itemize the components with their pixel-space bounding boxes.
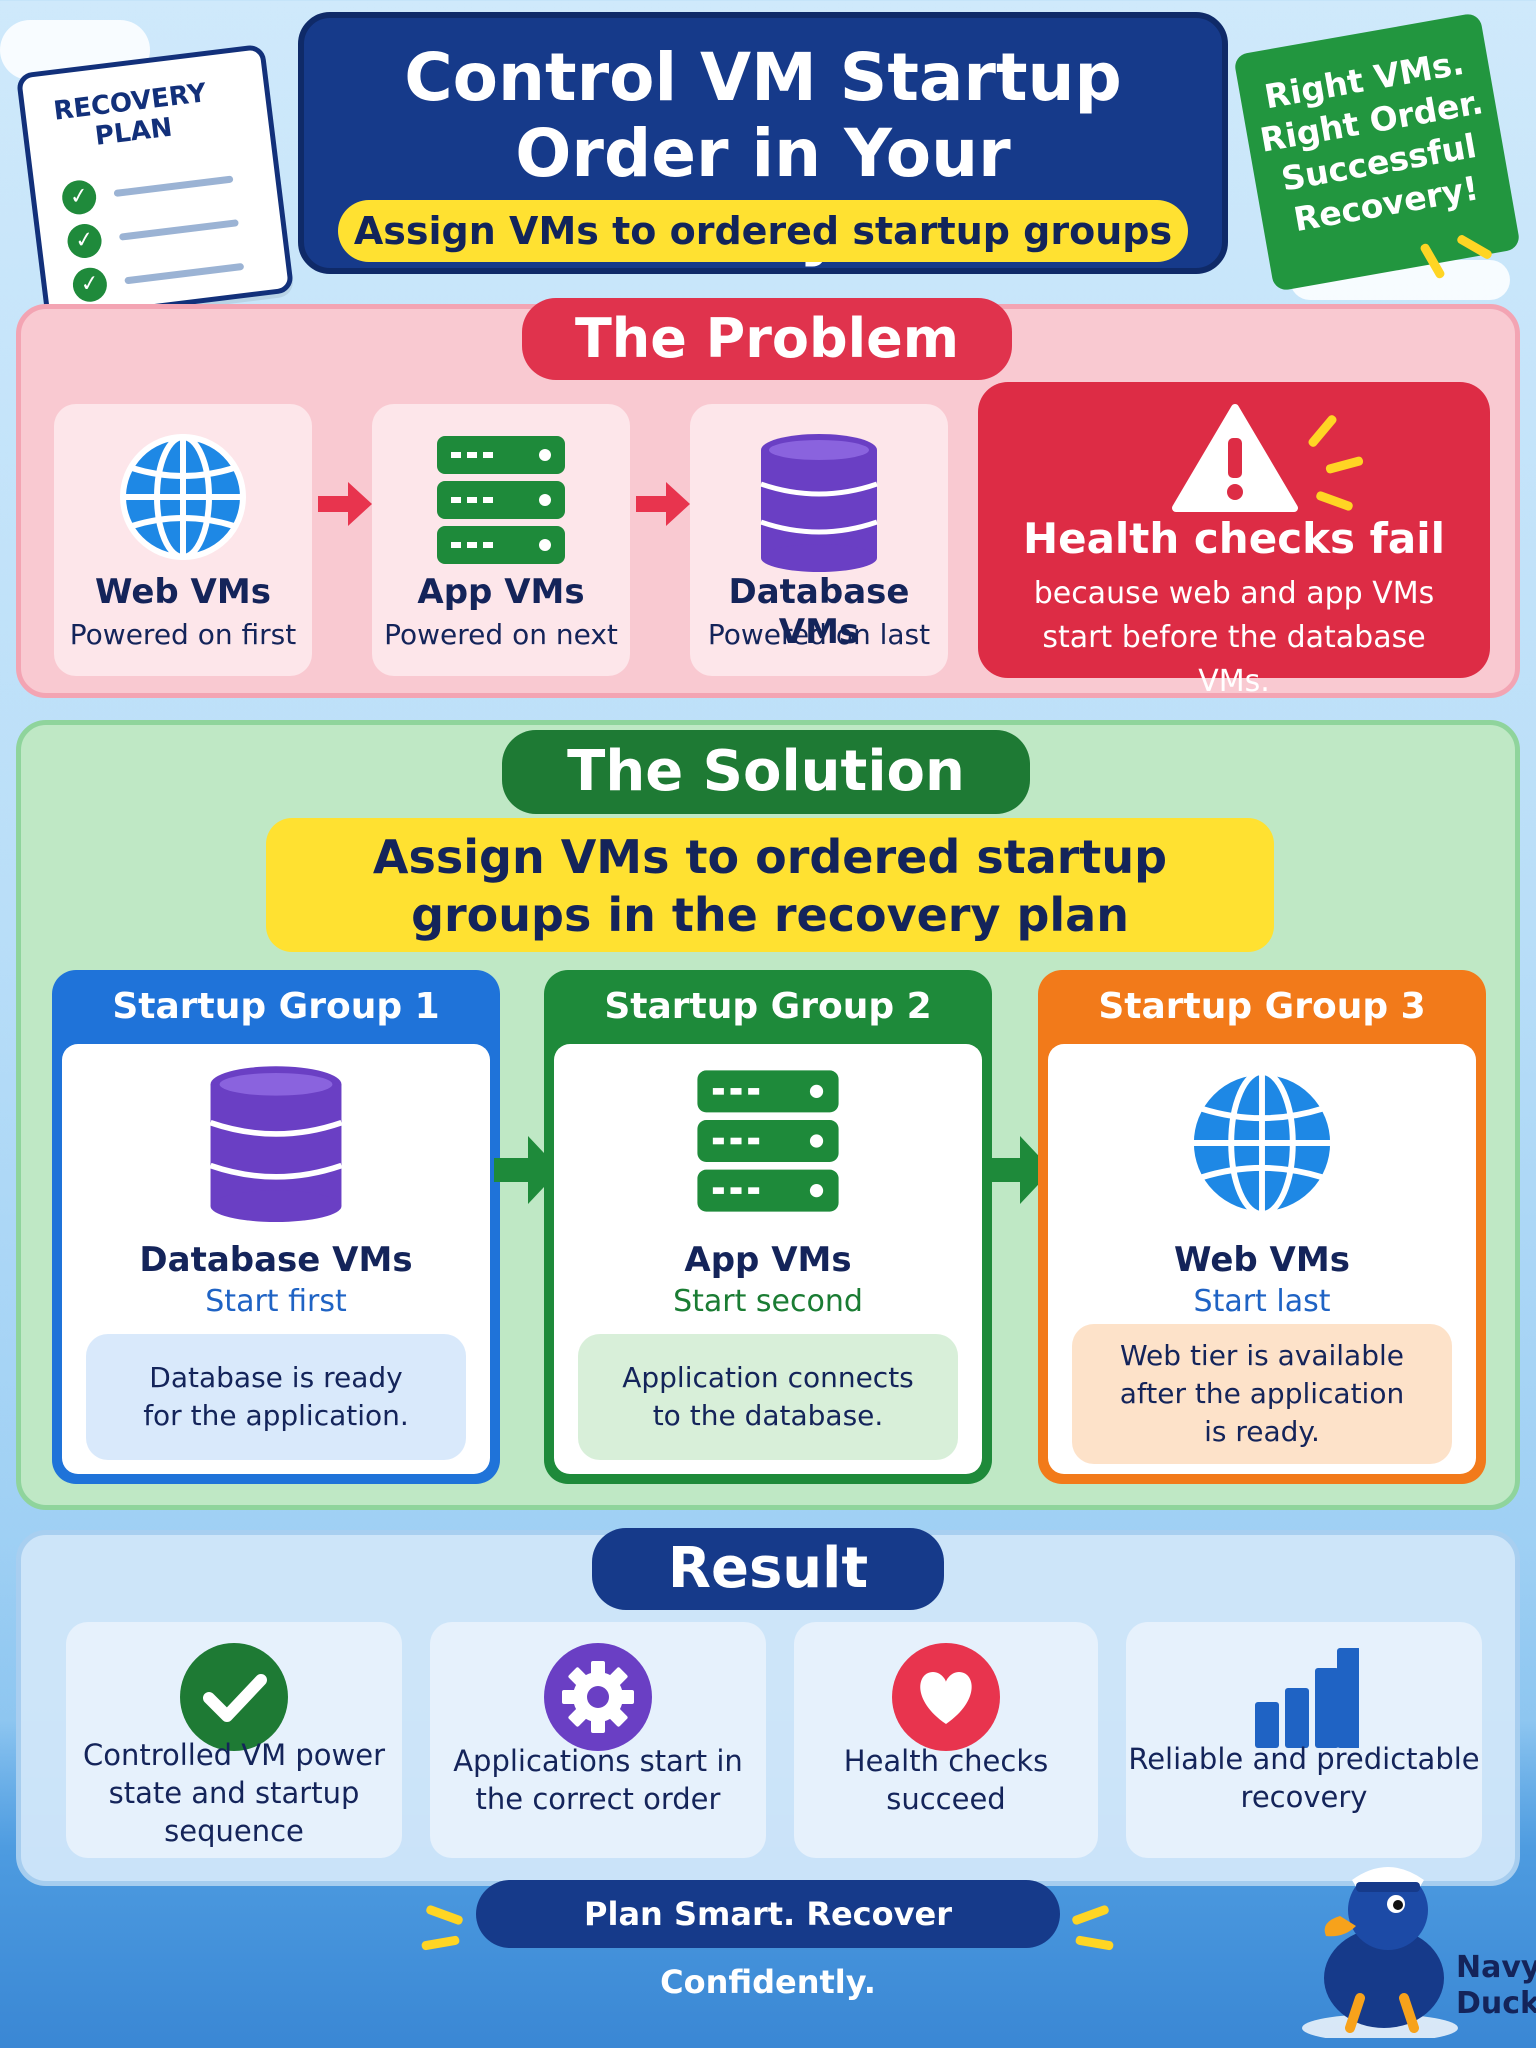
- clipboard-title: RECOVERY PLAN: [51, 78, 209, 152]
- result-item-order: Applications start in the correct order: [430, 1622, 766, 1858]
- database-icon: [760, 434, 878, 572]
- arrow-right-icon: [318, 482, 372, 526]
- group-title: Startup Group 3: [1098, 986, 1426, 1027]
- solution-heading: The Solution: [502, 730, 1030, 814]
- health-check-alert: Health checks fail because web and app V…: [978, 382, 1490, 699]
- startup-group-1: Startup Group 1 Database VMs Start first…: [52, 970, 500, 1484]
- group-label: Web VMs: [1174, 1240, 1350, 1280]
- footer-slogan: Plan Smart. Recover Confidently.: [476, 1880, 1060, 2001]
- group-title: Startup Group 1: [112, 986, 440, 1027]
- result-text: Reliable and predictable recovery: [1128, 1742, 1480, 1814]
- step-label: App VMs: [417, 572, 585, 612]
- result-item-controlled: Controlled VM power state and startup se…: [66, 1622, 402, 1858]
- navy-duck-mascot: [1302, 1867, 1458, 2038]
- group-sub: Start last: [1193, 1284, 1331, 1319]
- mascot-label: Navy Duck: [1456, 1950, 1536, 2022]
- page-subtitle: Assign VMs to ordered startup groups: [338, 200, 1188, 262]
- startup-group-3: Startup Group 3 Web VMs Start last Web t…: [1038, 970, 1486, 1484]
- sparkle-mark: [421, 1935, 460, 1951]
- problem-heading: The Problem: [522, 298, 1012, 380]
- warning-icon: [1172, 404, 1298, 512]
- alert-text: because web and app VMs start before the…: [1033, 576, 1435, 699]
- step-label: Database VMs: [728, 572, 910, 652]
- server-icon: [697, 1070, 839, 1212]
- step-label: Web VMs: [95, 572, 271, 612]
- group-body: Database VMs Start first Database is rea…: [62, 1044, 490, 1474]
- sparkle-mark: [1306, 413, 1339, 449]
- bar-chart-icon: [1255, 1648, 1359, 1748]
- check-icon: ✓: [70, 265, 109, 304]
- checklist-line: [118, 218, 239, 241]
- result-item-reliable: Reliable and predictable recovery: [1126, 1622, 1482, 1858]
- step-sub: Powered on next: [384, 618, 618, 651]
- startup-group-2: Startup Group 2 App VMs Start second App…: [544, 970, 992, 1484]
- problem-step-database: Database VMs Powered on last: [690, 404, 948, 676]
- checklist-row: ✓: [70, 249, 246, 304]
- sparkle-mark: [1315, 490, 1354, 512]
- group-note: Web tier is available after the applicat…: [1072, 1324, 1452, 1464]
- group-label: App VMs: [684, 1240, 852, 1280]
- group-body: App VMs Start second Application connect…: [554, 1044, 982, 1474]
- group-note: Application connects to the database.: [578, 1334, 958, 1460]
- gear-icon: [544, 1643, 652, 1751]
- group-note: Database is ready for the application.: [86, 1334, 466, 1460]
- group-sub: Start first: [205, 1284, 347, 1319]
- result-item-health: Health checks succeed: [794, 1622, 1098, 1858]
- result-text: Applications start in the correct order: [453, 1744, 743, 1816]
- alert-title: Health checks fail: [1022, 514, 1446, 563]
- sparkle-mark: [425, 1904, 464, 1926]
- solution-banner: Assign VMs to ordered startup groups in …: [266, 818, 1274, 952]
- checklist-line: [113, 174, 234, 197]
- globe-icon: [120, 434, 246, 560]
- mascot-label-text: Navy Duck: [1456, 1950, 1536, 2021]
- sparkle-mark: [1324, 455, 1365, 475]
- check-icon: ✓: [65, 222, 104, 260]
- arrow-right-icon: [636, 482, 690, 526]
- check-icon: ✓: [60, 178, 99, 217]
- result-heading: Result: [592, 1528, 944, 1610]
- recovery-plan-clipboard: RECOVERY PLAN ✓ ✓ ✓: [15, 43, 295, 323]
- arrow-right-icon: [986, 1136, 1052, 1204]
- problem-step-app: App VMs Powered on next: [372, 404, 630, 676]
- result-text: Controlled VM power state and startup se…: [82, 1738, 386, 1848]
- title-banner: Control VM Startup Order in Your Recover…: [298, 12, 1228, 274]
- group-body: Web VMs Start last Web tier is available…: [1048, 1044, 1476, 1474]
- heart-icon: [892, 1643, 1000, 1751]
- arrow-right-icon: [494, 1136, 560, 1204]
- result-text: Health checks succeed: [843, 1744, 1049, 1816]
- group-sub: Start second: [673, 1284, 863, 1319]
- step-sub: Powered on last: [707, 618, 931, 651]
- server-icon: [437, 436, 565, 564]
- problem-step-web: Web VMs Powered on first: [54, 404, 312, 676]
- sparkle-mark: [1071, 1904, 1110, 1926]
- check-circle-icon: [180, 1643, 288, 1751]
- checklist-line: [124, 262, 245, 284]
- globe-icon: [1187, 1068, 1337, 1218]
- database-icon: [209, 1066, 343, 1222]
- sparkle-mark: [1075, 1935, 1114, 1951]
- group-label: Database VMs: [139, 1240, 413, 1280]
- group-title: Startup Group 2: [604, 986, 932, 1027]
- step-sub: Powered on first: [69, 618, 297, 651]
